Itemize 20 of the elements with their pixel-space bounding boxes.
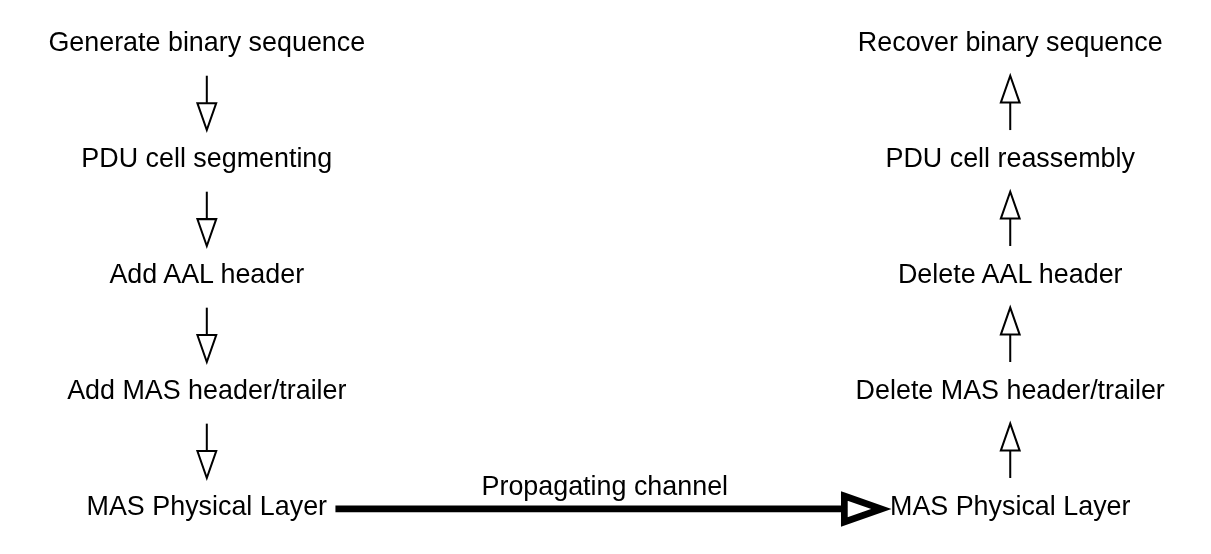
arrow xyxy=(998,188,1021,246)
node-text: MAS Physical Layer xyxy=(889,491,1130,522)
node-text: Generate binary sequence xyxy=(47,27,365,58)
arrow xyxy=(195,307,218,366)
arrow xyxy=(195,191,218,250)
arrow xyxy=(998,72,1021,131)
arrow xyxy=(998,420,1021,478)
arrow xyxy=(998,304,1021,362)
node-text: Add AAL header xyxy=(108,259,304,290)
node-text: Add MAS header/trailer xyxy=(66,375,346,406)
arrow xyxy=(334,491,891,527)
node-text: Delete MAS header/trailer xyxy=(855,375,1165,406)
arrow xyxy=(195,423,218,482)
node-text: MAS Physical Layer xyxy=(86,491,327,522)
edge-label: Propagating channel xyxy=(481,471,728,502)
node-text: Recover binary sequence xyxy=(857,27,1163,58)
arrow xyxy=(195,75,218,134)
node-text: PDU cell reassembly xyxy=(885,143,1135,174)
node-text: PDU cell segmenting xyxy=(80,143,332,174)
node-text: Delete AAL header xyxy=(897,259,1123,290)
